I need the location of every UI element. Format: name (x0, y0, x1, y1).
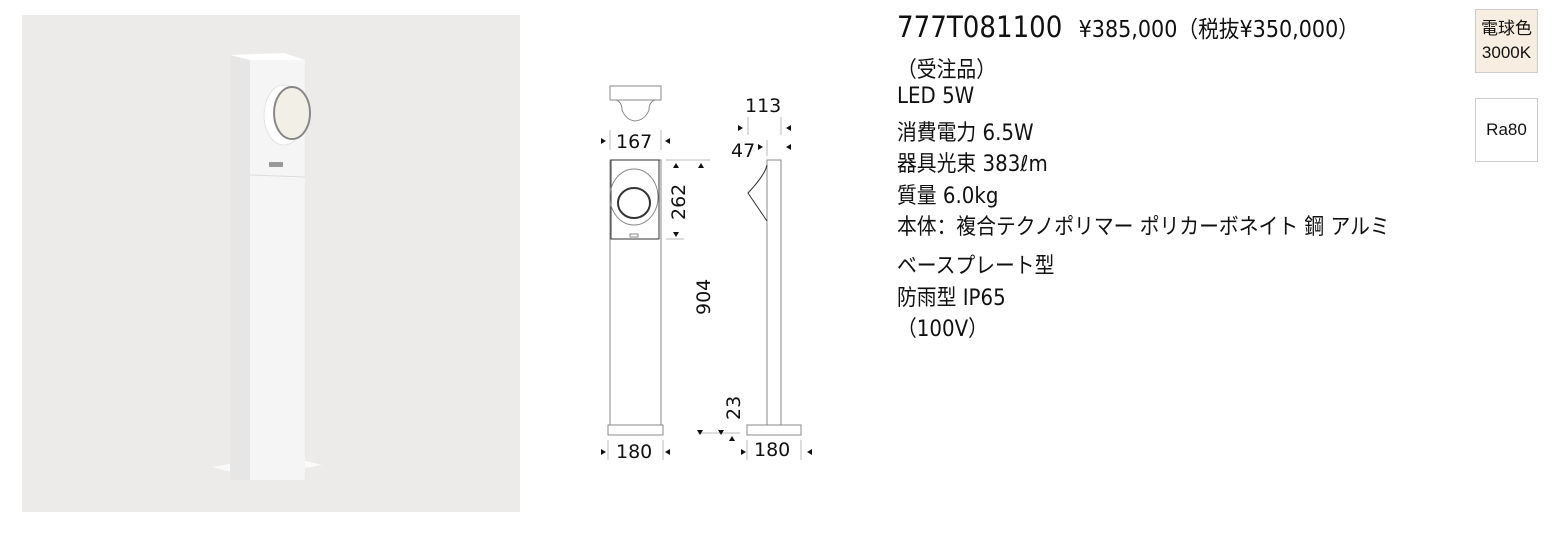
dim-167: 167 (616, 131, 652, 153)
dim-180-side: 180 (754, 439, 790, 461)
spec-material: 本体：複合テクノポリマー ポリカーボネイト 鋼 アルミ (897, 215, 1390, 240)
spec-mount: ベースプレート型 (897, 254, 1055, 279)
spec-power: 消費電力 6.5W (897, 121, 1034, 146)
ra-value: Ra80 (1486, 120, 1527, 139)
product-photo (22, 15, 520, 512)
front-base (607, 424, 664, 436)
dimension-drawing: 167 262 904 23 180 113 47 180 (601, 85, 812, 463)
model-number: 777T081100 (897, 10, 1063, 44)
spec-weight: 質量 6.0kg (897, 184, 999, 209)
bollard-light-image (212, 53, 322, 480)
ra-badge: Ra80 (1475, 98, 1538, 162)
dim-23: 23 (723, 396, 745, 420)
dim-262: 262 (668, 184, 690, 220)
front-head (610, 159, 660, 240)
dim-47: 47 (731, 140, 755, 162)
cap-top-view (609, 85, 662, 101)
dim-180-front: 180 (616, 441, 652, 463)
color-temp-badge: 電球色 3000K (1475, 9, 1538, 73)
spec-led: LED 5W (897, 84, 975, 109)
product-title: 777T081100 ¥385,000（税抜¥350,000） (897, 10, 1359, 44)
side-pole (766, 159, 782, 426)
price: ¥385,000（税抜¥350,000） (1078, 17, 1359, 43)
color-temp: 3000K (1481, 43, 1532, 62)
dim-904: 904 (693, 279, 715, 315)
spec-ip: 防雨型 IP65 (897, 286, 1006, 311)
spec-lumen: 器具光束 383ℓm (897, 152, 1048, 177)
color-name: 電球色 (1481, 19, 1532, 38)
spec-order: （受注品） (897, 58, 997, 83)
dim-113: 113 (745, 95, 781, 117)
spec-voltage: （100V） (897, 317, 988, 342)
side-base (746, 424, 802, 436)
